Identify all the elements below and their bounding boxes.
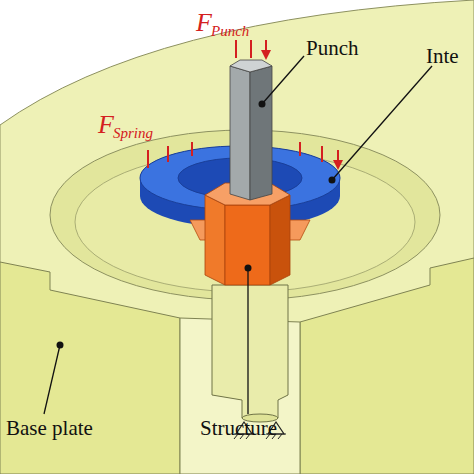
base-plate-cut-left (0, 262, 180, 474)
force-arrow (148, 142, 338, 168)
leader-dot (329, 177, 336, 184)
leader-dot (57, 342, 64, 349)
part-label: Base plate (6, 418, 93, 439)
leader-dot (259, 101, 266, 108)
base-plate-cut-right (300, 258, 474, 474)
part-label: Structure (200, 418, 277, 439)
structure-face (270, 195, 290, 285)
punch-face (250, 66, 272, 200)
part-label: Inte (426, 46, 459, 67)
leader-dot (245, 265, 252, 272)
leader-line (332, 66, 432, 180)
force-subscript: Spring (113, 126, 153, 141)
punch-face (230, 66, 250, 200)
part-label: Punch (306, 38, 359, 59)
leader-line (44, 345, 60, 414)
structure-shaft (212, 285, 288, 418)
structure-face (205, 195, 225, 285)
force-symbol: F (98, 112, 114, 138)
punch-top (230, 60, 272, 72)
leader-line (262, 56, 304, 104)
force-subscript: Punch (211, 24, 249, 39)
force-arrow (236, 40, 266, 58)
force-symbol: F (196, 10, 212, 36)
leader-line (247, 268, 248, 414)
